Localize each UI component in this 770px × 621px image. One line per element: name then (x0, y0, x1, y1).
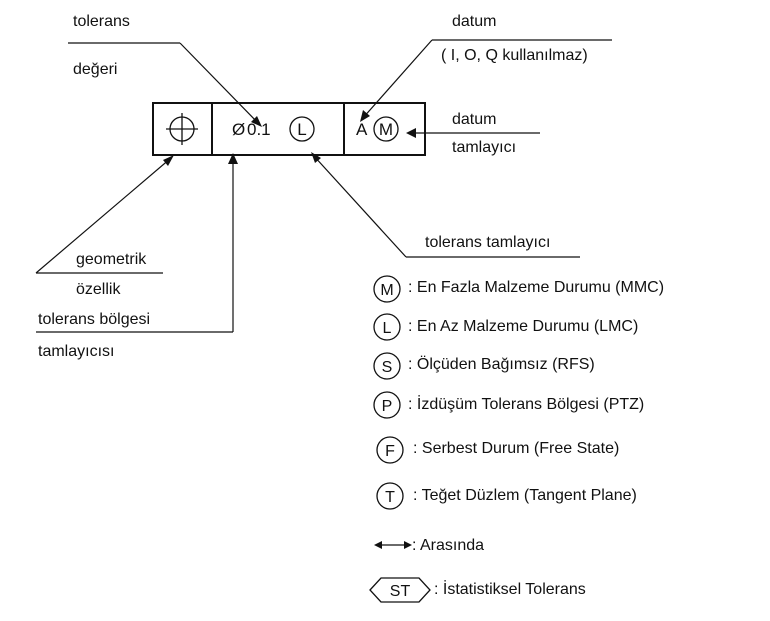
legend-item-rfs: S : Ölçüden Bağımsız (RFS) (373, 352, 595, 380)
legend-item-free-state: F : Serbest Durum (Free State) (376, 436, 619, 464)
legend-circle-icon (373, 352, 401, 380)
legend-circle-icon (373, 391, 401, 419)
legend-symbol: S (382, 359, 393, 376)
legend-text: : Ölçüden Bağımsız (RFS) (408, 355, 595, 373)
legend-text: : En Fazla Malzeme Durumu (MMC) (408, 279, 664, 296)
legend-symbol: T (385, 489, 395, 506)
mmc-modifier-circle (373, 116, 399, 142)
leader-datum (360, 39, 612, 122)
legend-symbol: ST (390, 583, 411, 600)
legend-text: : Arasında (412, 537, 484, 554)
label-datum-line1: datum (452, 13, 496, 30)
feature-control-frame: Ø 0.1 L A M (152, 102, 426, 156)
legend-symbol: M (380, 282, 393, 299)
legend-symbol: L (383, 320, 392, 337)
legend-item-statistical: ST : İstatistiksel Tolerans (369, 577, 586, 603)
legend-item-between: : Arasında (374, 537, 484, 554)
leader-tolerance-zone-modifier (36, 153, 238, 333)
legend-item-tangent-plane: T : Teğet Düzlem (Tangent Plane) (376, 482, 637, 510)
datum-modifier-letter: M (379, 120, 393, 139)
legend-item-mmc: M : En Fazla Malzeme Durumu (MMC) (373, 275, 664, 303)
legend-symbol: P (382, 398, 393, 415)
tolerance-value: 0.1 (247, 120, 271, 139)
legend-item-lmc: L : En Az Malzeme Durumu (LMC) (373, 313, 638, 341)
label-zone-line1: tolerans bölgesi (38, 311, 150, 328)
label-tolerance-value-line1: tolerans (73, 13, 130, 30)
position-icon (166, 113, 198, 145)
datum-letter: A (356, 120, 368, 139)
label-tolerance-modifier: tolerans tamlayıcı (425, 234, 550, 251)
legend-text: : Serbest Durum (Free State) (413, 440, 619, 457)
modifier-legend: M : En Fazla Malzeme Durumu (MMC) L : En… (369, 275, 664, 603)
legend-circle-icon (373, 275, 401, 303)
legend-text: : Teğet Düzlem (Tangent Plane) (413, 487, 637, 504)
label-datum-modifier-line1: datum (452, 111, 496, 128)
leader-datum-modifier (406, 128, 540, 138)
legend-text: : En Az Malzeme Durumu (LMC) (408, 318, 638, 335)
tolerance-modifier-letter: L (297, 120, 306, 139)
label-datum-line2: ( I, O, Q kullanılmaz) (441, 47, 588, 64)
statistical-hexagon-icon (369, 577, 431, 603)
between-arrow-icon (374, 541, 412, 549)
label-datum-modifier-line2: tamlayıcı (452, 139, 516, 156)
leader-tolerance-value (68, 42, 262, 127)
frame-border (152, 102, 426, 156)
legend-text: : İzdüşüm Tolerans Bölgesi (PTZ) (408, 394, 644, 413)
label-zone-line2: tamlayıcısı (38, 343, 114, 360)
leader-tolerance-modifier (311, 152, 580, 258)
legend-circle-icon (376, 482, 404, 510)
legend-circle-icon (376, 436, 404, 464)
legend-circle-icon (373, 313, 401, 341)
legend-text: : İstatistiksel Tolerans (434, 579, 586, 598)
label-geometric-line1: geometrik (76, 251, 147, 268)
legend-item-ptz: P : İzdüşüm Tolerans Bölgesi (PTZ) (373, 391, 644, 419)
diameter-symbol: Ø (232, 120, 245, 139)
lmc-modifier-circle (289, 116, 315, 142)
legend-symbol: F (385, 443, 395, 460)
label-tolerance-value-line2: değeri (73, 61, 117, 78)
leader-geometric-characteristic (35, 155, 174, 274)
label-geometric-line2: özellik (76, 281, 121, 298)
